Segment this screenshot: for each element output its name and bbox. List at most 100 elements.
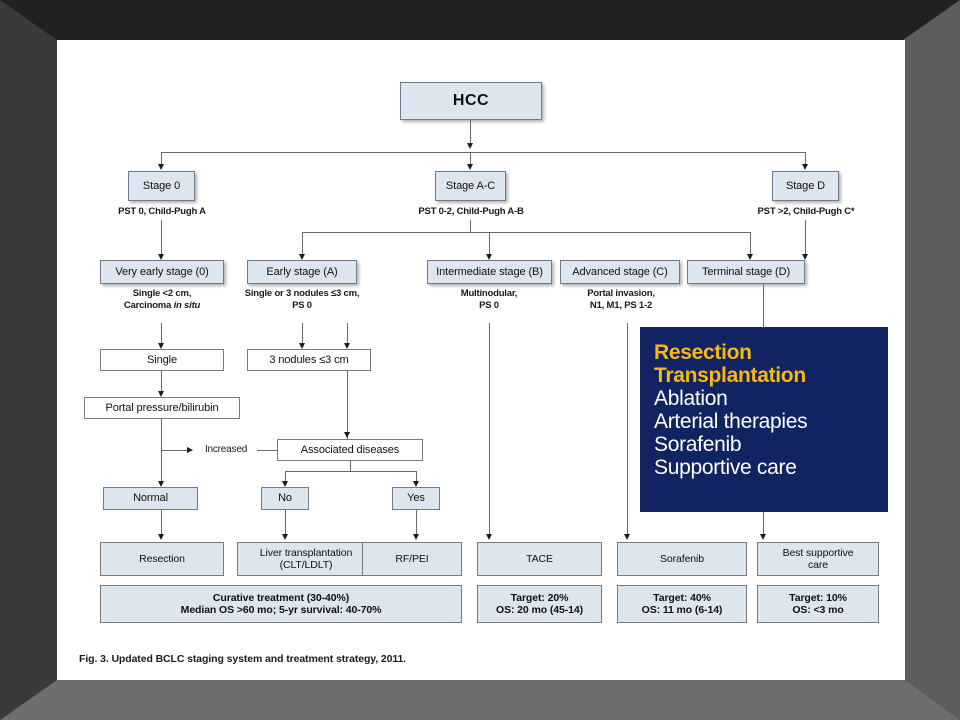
- node-terminal-stage: Terminal stage (D): [687, 260, 805, 284]
- arrow-intermediate: [486, 254, 492, 260]
- node-advanced-stage: Advanced stage (C): [560, 260, 680, 284]
- very-early-detail-line1: Single <2 cm,: [132, 288, 192, 299]
- node-treatment-sorafenib: Sorafenib: [617, 542, 747, 576]
- node-treatment-sorafenib-label: Sorafenib: [659, 552, 705, 565]
- connector-assoc-stub: [350, 461, 351, 471]
- outcome-bsc-line2: OS: <3 mo: [792, 604, 844, 616]
- connector-advanced-drop: [750, 232, 751, 256]
- connector-early-to-nodules-2: [347, 323, 348, 345]
- node-outcome-sorafenib: Target: 40% OS: 11 mo (6-14): [617, 585, 747, 623]
- arrow-normal: [158, 481, 164, 487]
- node-yes: Yes: [392, 487, 440, 510]
- outcome-tace-line2: OS: 20 mo (45-14): [496, 604, 583, 616]
- connector-yes-to-rfpei: [416, 510, 417, 536]
- outcome-sorafenib-line1: Target: 40%: [653, 591, 711, 604]
- outcome-sorafenib-line2: OS: 11 mo (6-14): [641, 604, 723, 616]
- early-stage-detail: Single or 3 nodules ≤3 cm, PS 0: [227, 288, 377, 312]
- connector-advanced-to-sorafenib: [627, 323, 628, 536]
- figure-canvas: HCC Stage 0 PST 0, Child-Pugh A Stage A-…: [57, 40, 905, 680]
- connector-nodules-down: [347, 371, 348, 439]
- connector-portal-right: [161, 450, 189, 451]
- node-portal-pressure: Portal pressure/bilirubin: [84, 397, 240, 419]
- connector-noyes-bus: [285, 471, 416, 472]
- node-treatment-liver-transplantation: Liver transplantation (CLT/LDLT): [237, 542, 375, 576]
- overlay-item-supportive-care: Supportive care: [654, 456, 797, 480]
- very-early-detail-line2-italic: in situ: [173, 299, 201, 311]
- arrow-increased: [187, 447, 193, 453]
- connector-staged-to-terminal: [805, 220, 806, 256]
- arrow-no: [282, 481, 288, 487]
- outcome-bsc-line1: Target: 10%: [789, 591, 847, 604]
- connector-intermediate-drop: [489, 232, 490, 256]
- outcome-tace-line1: Target: 20%: [510, 591, 569, 604]
- node-treatment-best-supportive-care: Best supportive care: [757, 542, 879, 576]
- connector-yes-drop: [416, 471, 417, 483]
- frame-bevel-bottom: [0, 680, 960, 720]
- node-associated-diseases-label: Associated diseases: [300, 443, 400, 456]
- arrow-portal: [158, 391, 164, 397]
- node-outcome-tace: Target: 20% OS: 20 mo (45-14): [477, 585, 602, 623]
- connector-stageac-drop: [470, 152, 471, 166]
- connector-early-to-nodules: [302, 323, 303, 345]
- arrow-advanced: [747, 254, 753, 260]
- node-intermediate-stage: Intermediate stage (B): [427, 260, 552, 284]
- node-stage-0-label: Stage 0: [142, 179, 181, 192]
- connector-stage0-to-veryearly: [161, 220, 162, 256]
- frame-bevel-right: [903, 0, 960, 720]
- advanced-stage-detail: Portal invasion, N1, M1, PS 1-2: [554, 288, 688, 312]
- overlay-item-sorafenib: Sorafenib: [654, 433, 742, 457]
- node-early-stage-label: Early stage (A): [266, 265, 338, 278]
- node-outcome-curative: Curative treatment (30-40%) Median OS >6…: [100, 585, 462, 623]
- arrow-assoc-top: [344, 432, 350, 438]
- connector-increased-right: [257, 450, 289, 451]
- connector-single-to-portal: [161, 371, 162, 393]
- node-treatment-tace: TACE: [477, 542, 602, 576]
- connector-staged-drop: [805, 152, 806, 166]
- node-single: Single: [100, 349, 224, 371]
- connector-intermediate-to-tace: [489, 323, 490, 536]
- node-three-nodules-label: 3 nodules ≤3 cm: [269, 353, 349, 366]
- arrow-terminal: [802, 254, 808, 260]
- arrow-bsc: [760, 534, 766, 540]
- node-early-stage: Early stage (A): [247, 260, 357, 284]
- node-treatment-rf-pei-label: RF/PEI: [395, 552, 429, 565]
- very-early-detail-line2: Carcinoma in situ: [87, 300, 237, 312]
- arrow-stage0: [158, 164, 164, 170]
- arrow-single: [158, 343, 164, 349]
- node-no-label: No: [278, 492, 292, 505]
- arrow-early: [299, 254, 305, 260]
- node-single-label: Single: [147, 353, 177, 366]
- node-intermediate-stage-label: Intermediate stage (B): [436, 265, 543, 278]
- node-portal-pressure-label: Portal pressure/bilirubin: [105, 401, 219, 414]
- connector-veryearly-to-single: [161, 323, 162, 345]
- connector-stage-bus: [161, 152, 806, 153]
- connector-no-to-transplant: [285, 510, 286, 536]
- node-outcome-bsc: Target: 10% OS: <3 mo: [757, 585, 879, 623]
- arrow-resection: [158, 534, 164, 540]
- overlay-item-ablation: Ablation: [654, 387, 728, 411]
- arrow-stageac: [467, 164, 473, 170]
- early-detail-line1: Single or 3 nodules ≤3 cm,: [244, 288, 360, 299]
- connector-stage0-drop: [161, 152, 162, 166]
- node-treatment-best-supportive-care-label: Best supportive care: [782, 546, 854, 571]
- stage-d-criteria: PST >2, Child-Pugh C*: [757, 206, 855, 217]
- node-stage-d-label: Stage D: [785, 179, 826, 192]
- node-advanced-stage-label: Advanced stage (C): [572, 265, 668, 278]
- connector-substage-bus: [302, 232, 750, 233]
- node-no: No: [261, 487, 309, 510]
- overlay-item-transplantation: Transplantation: [654, 364, 806, 388]
- node-stage-d: Stage D: [772, 171, 839, 201]
- node-hcc-label: HCC: [452, 91, 490, 109]
- stage-0-criteria: PST 0, Child-Pugh A: [118, 206, 206, 217]
- node-three-nodules: 3 nodules ≤3 cm: [247, 349, 371, 371]
- node-yes-label: Yes: [407, 492, 425, 505]
- node-terminal-stage-label: Terminal stage (D): [701, 265, 791, 278]
- arrow-transplant: [282, 534, 288, 540]
- advanced-detail-line1: Portal invasion,: [587, 288, 655, 299]
- node-stage-ac: Stage A-C: [435, 171, 506, 201]
- node-very-early-stage: Very early stage (0): [100, 260, 224, 284]
- connector-hcc-down: [470, 120, 471, 145]
- node-associated-diseases: Associated diseases: [277, 439, 423, 461]
- overlay-item-arterial-therapies: Arterial therapies: [654, 410, 808, 434]
- node-treatment-tace-label: TACE: [526, 552, 553, 565]
